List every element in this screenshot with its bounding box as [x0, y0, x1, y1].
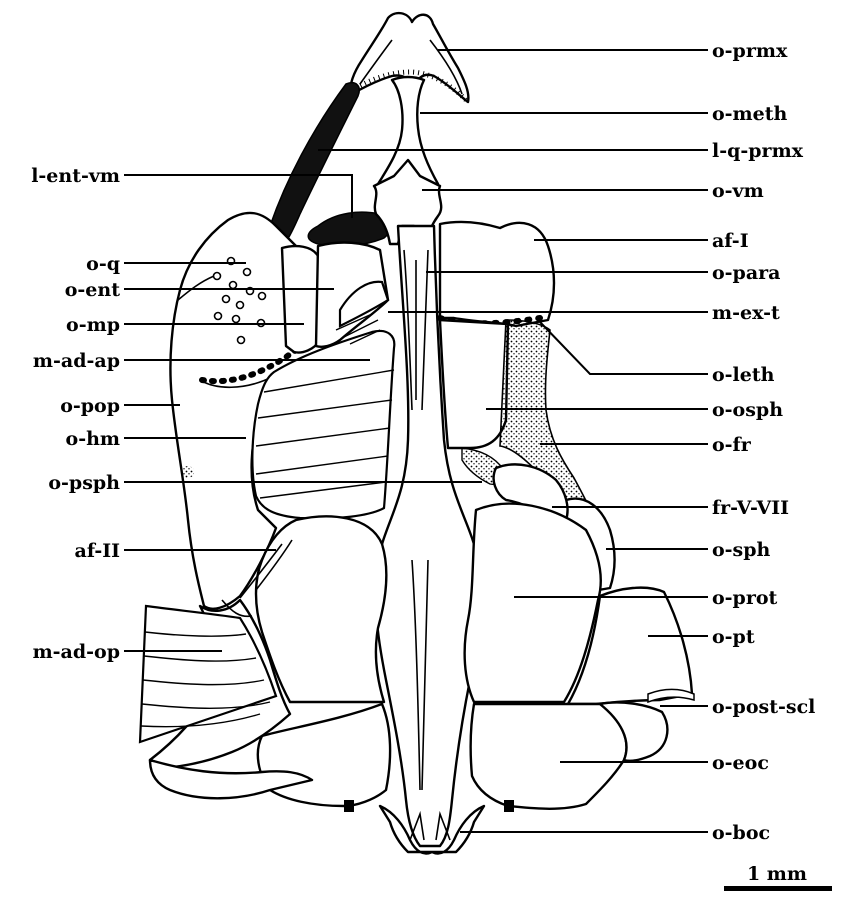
- label-l-q-prmx: l-q-prmx: [712, 140, 804, 162]
- label-o-post-scl: o-post-scl: [712, 696, 815, 718]
- right-labels: o-prmx o-meth l-q-prmx o-vm af-I o-para …: [712, 40, 815, 844]
- label-o-leth: o-leth: [712, 364, 775, 386]
- orbitosphenoid-shape: [440, 320, 508, 448]
- label-o-boc: o-boc: [712, 822, 770, 844]
- label-o-osph: o-osph: [712, 399, 783, 421]
- scale-bar-label: 1 mm: [747, 863, 807, 885]
- label-m-ex-t: m-ex-t: [712, 302, 780, 324]
- label-m-ad-op: m-ad-op: [33, 641, 120, 663]
- label-o-hm: o-hm: [66, 428, 120, 450]
- label-o-pop: o-pop: [60, 395, 120, 417]
- lateral-ethmoid-shape: [440, 222, 554, 326]
- label-o-sph: o-sph: [712, 539, 771, 561]
- label-m-ad-ap: m-ad-ap: [33, 350, 120, 372]
- label-fr-V-VII: fr-V-VII: [712, 497, 789, 519]
- label-o-eoc: o-eoc: [712, 752, 769, 774]
- label-o-fr: o-fr: [712, 434, 752, 456]
- label-o-meth: o-meth: [712, 103, 788, 125]
- label-o-prmx: o-prmx: [712, 40, 788, 62]
- label-af-I: af-I: [712, 230, 749, 252]
- scale-bar: 1 mm: [724, 863, 832, 891]
- left-labels: l-ent-vm o-q o-ent o-mp m-ad-ap o-pop o-…: [31, 165, 120, 663]
- label-o-prot: o-prot: [712, 587, 778, 609]
- label-l-ent-vm: l-ent-vm: [31, 165, 120, 187]
- post-supracleithrum-shape: [648, 690, 694, 703]
- label-o-ent: o-ent: [65, 279, 120, 301]
- label-o-vm: o-vm: [712, 180, 764, 202]
- label-af-II: af-II: [75, 540, 121, 562]
- label-o-q: o-q: [86, 253, 120, 275]
- scale-bar-line: [724, 886, 832, 891]
- label-o-pt: o-pt: [712, 626, 755, 648]
- label-o-psph: o-psph: [48, 472, 120, 494]
- label-o-para: o-para: [712, 262, 780, 284]
- label-o-mp: o-mp: [66, 314, 120, 336]
